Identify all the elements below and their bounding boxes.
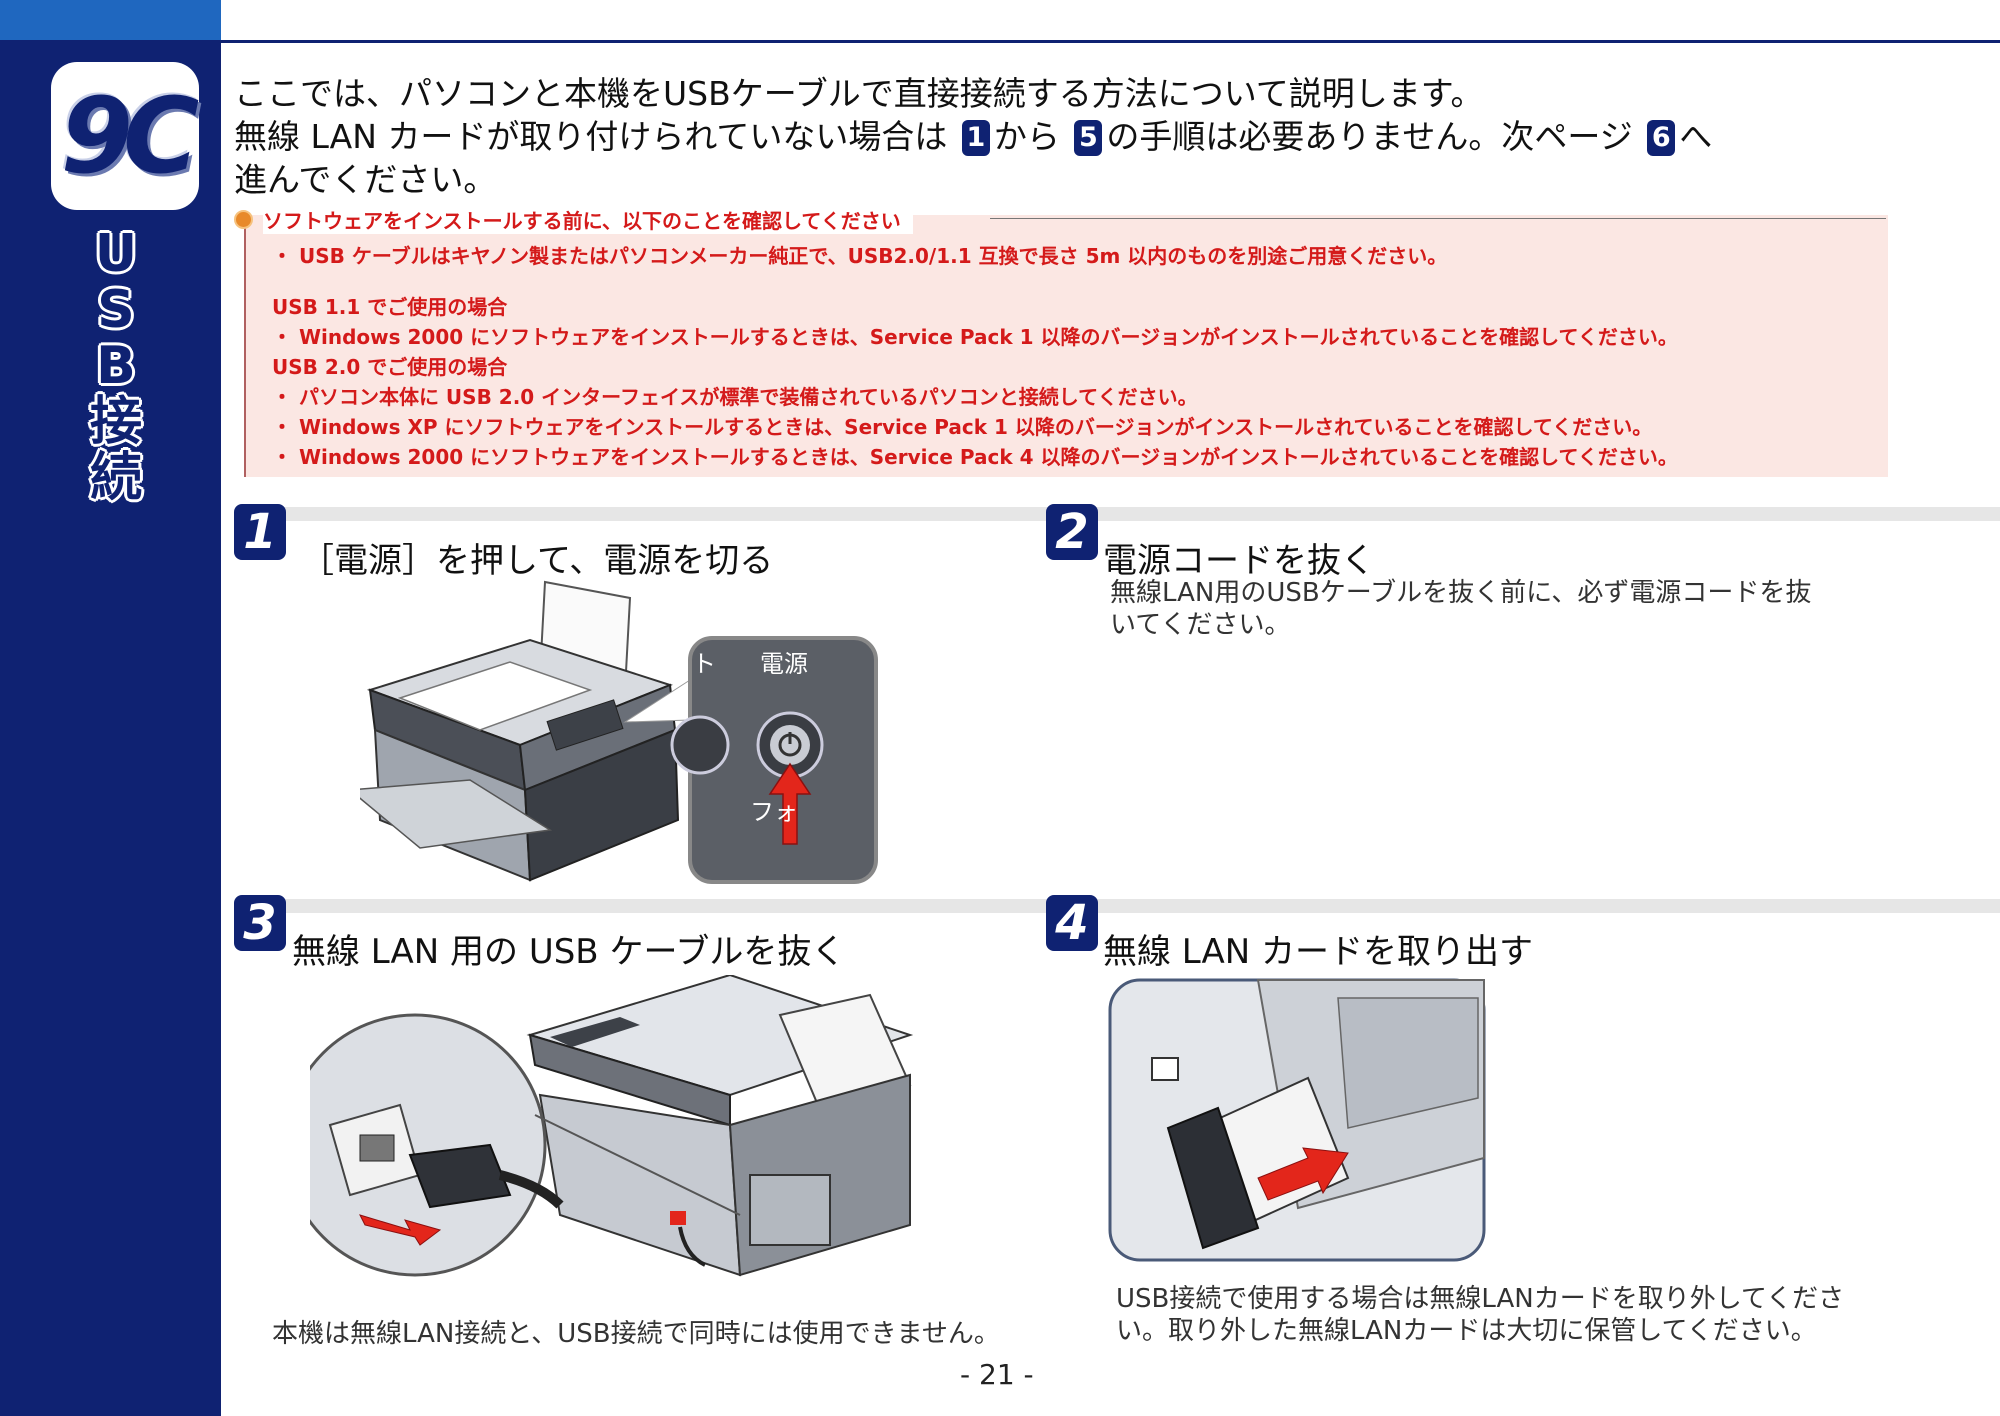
section-badge: 9C — [51, 62, 199, 210]
bullet-icon — [234, 209, 253, 229]
caution-heading: ソフトウェアをインストールする前に、以下のことを確認してください — [234, 204, 913, 234]
step-ref-badge: 5 — [1074, 120, 1103, 156]
intro-line: ここでは、パソコンと本機をUSBケーブルで直接接続する方法について説明します。 — [234, 74, 1484, 113]
step-body-line: USB接続で使用する場合は無線LANカードを取り外してくださ — [1116, 1284, 1845, 1314]
step-ref-badge: 6 — [1647, 120, 1676, 156]
section-title-char: S — [97, 280, 135, 340]
header-rule — [221, 40, 2000, 43]
section-title-char: 接 — [89, 392, 142, 452]
step-body-line: いてください。 — [1110, 610, 1291, 640]
callout-power-label: 電源 — [760, 650, 808, 678]
step-body: USB接続で使用する場合は無線LANカードを取り外してくださ い。取り外した無線… — [1116, 1283, 1896, 1347]
section-vertical-title: U S B 接 続 — [80, 226, 152, 506]
section-title-char: 続 — [89, 448, 142, 508]
step-body-line: い。取り外した無線LANカードは大切に保管してください。 — [1116, 1316, 1817, 1346]
printer-power-illustration: 電源 ト フォ — [360, 580, 878, 884]
step-body: 無線LAN用のUSBケーブルを抜く前に、必ず電源コードを抜 いてください。 — [1110, 577, 1890, 641]
callout-edge-label: フォ — [750, 798, 798, 826]
caution-title: ソフトウェアをインストールする前に、以下のことを確認してください — [263, 204, 913, 234]
intro-text: 無線 LAN カードが取り付けられていない場合は — [234, 117, 948, 156]
step-number-badge: 4 — [1046, 895, 1098, 951]
step-title: 無線 LAN 用の USB ケーブルを抜く — [292, 932, 846, 972]
step-ref-badge: 1 — [961, 120, 990, 156]
step-body: 本機は無線LAN接続と、USB接続で同時には使用できません。 — [272, 1319, 1000, 1349]
step-title: ［電源］を押して、電源を切る — [300, 541, 774, 581]
callout-edge-label: ト — [692, 650, 716, 678]
step-number-badge: 3 — [234, 895, 286, 951]
step-number-badge: 2 — [1046, 504, 1098, 560]
caution-line: ・ USB ケーブルはキヤノン製またはパソコンメーカー純正で、USB2.0/1.… — [272, 244, 1448, 268]
caution-line: ・ Windows XP にソフトウェアをインストールするときは、Service… — [272, 415, 1653, 439]
section-badge-label: 9C — [60, 75, 200, 197]
caution-rule — [990, 218, 1886, 219]
caution-subheading: USB 1.1 でご使用の場合 — [272, 295, 508, 319]
caution-box — [244, 215, 1888, 477]
intro-text: から — [993, 117, 1060, 156]
step-band — [236, 899, 2000, 913]
usb-cable-illustration — [310, 975, 914, 1277]
caution-line: ・ パソコン本体に USB 2.0 インターフェイスが標準で装備されているパソコ… — [272, 385, 1198, 409]
step-number-badge: 1 — [234, 504, 286, 560]
caution-subheading: USB 2.0 でご使用の場合 — [272, 355, 508, 379]
caution-line: ・ Windows 2000 にソフトウェアをインストールするときは、Servi… — [272, 445, 1678, 469]
intro-paragraph: ここでは、パソコンと本機をUSBケーブルで直接接続する方法について説明します。 … — [234, 72, 1874, 201]
page-number: - 21 - — [960, 1358, 1034, 1391]
step-title: 電源コードを抜く — [1103, 541, 1375, 581]
lan-card-illustration — [1108, 978, 1486, 1262]
intro-text: へ — [1679, 117, 1713, 156]
step-band — [236, 507, 2000, 521]
caution-line: ・ Windows 2000 にソフトウェアをインストールするときは、Servi… — [272, 325, 1678, 349]
section-title-char: U — [94, 224, 138, 284]
section-sidebar — [0, 0, 221, 1416]
intro-text: の手順は必要ありません。次ページ — [1106, 117, 1633, 156]
intro-line: 進んでください。 — [234, 160, 497, 199]
step-body-line: 無線LAN用のUSBケーブルを抜く前に、必ず電源コードを抜 — [1110, 578, 1812, 608]
step-title: 無線 LAN カードを取り出す — [1103, 932, 1534, 972]
sidebar-top-strip — [0, 0, 221, 40]
section-title-char: B — [96, 336, 136, 396]
